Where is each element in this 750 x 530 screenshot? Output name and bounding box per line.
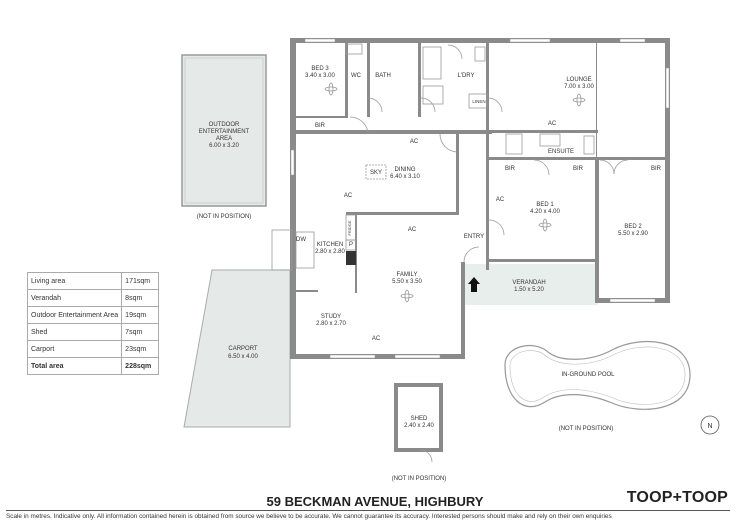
property-address: 59 BECKMAN AVENUE, HIGHBURY bbox=[266, 494, 484, 509]
footer-divider bbox=[6, 510, 730, 511]
agency-logo: TOOP+TOOP bbox=[626, 489, 728, 506]
svg-text:(NOT IN POSITION): (NOT IN POSITION) bbox=[392, 476, 447, 482]
room-bed-2: BED 2 5.50 x 2.90 bbox=[618, 224, 648, 237]
area-label: Carport bbox=[26, 340, 123, 358]
area-value: 23sqm bbox=[121, 340, 160, 358]
svg-text:KITCHEN: KITCHEN bbox=[317, 242, 343, 248]
svg-text:BED 3: BED 3 bbox=[311, 66, 329, 72]
svg-text:6.00 x 3.20: 6.00 x 3.20 bbox=[209, 143, 239, 149]
area-value: 7sqm bbox=[121, 323, 160, 341]
bir-bed1-right: BIR bbox=[573, 166, 584, 172]
svg-text:(NOT IN POSITION): (NOT IN POSITION) bbox=[197, 214, 252, 220]
svg-text:BED 1: BED 1 bbox=[536, 202, 554, 208]
bir-bed2: BIR bbox=[651, 166, 662, 172]
svg-text:FAMILY: FAMILY bbox=[397, 272, 418, 278]
room-lounge: LOUNGE 7.00 x 3.00 bbox=[564, 77, 594, 90]
svg-text:CARPORT: CARPORT bbox=[228, 346, 258, 352]
svg-text:SKY: SKY bbox=[370, 170, 382, 176]
bir-bed1-left: BIR bbox=[505, 166, 516, 172]
disclaimer-text: Scale in metres. Indicative only. All in… bbox=[6, 513, 612, 520]
svg-text:STUDY: STUDY bbox=[321, 314, 341, 320]
svg-text:BED 2: BED 2 bbox=[624, 224, 642, 230]
room-study: STUDY 2.80 x 2.70 bbox=[316, 314, 346, 327]
svg-text:6.40 x 3.10: 6.40 x 3.10 bbox=[390, 174, 420, 180]
verandah-area bbox=[465, 264, 598, 305]
area-label: Living area bbox=[26, 272, 123, 290]
room-laundry: L'DRY bbox=[457, 73, 474, 79]
svg-text:AC: AC bbox=[372, 336, 381, 342]
svg-text:P: P bbox=[349, 242, 353, 248]
room-bath: BATH bbox=[375, 73, 391, 79]
svg-text:7.00 x 3.00: 7.00 x 3.00 bbox=[564, 84, 594, 90]
area-value: 171sqm bbox=[121, 272, 160, 290]
svg-text:AC: AC bbox=[496, 197, 505, 203]
room-family: FAMILY 5.50 x 3.50 bbox=[392, 272, 422, 285]
svg-text:SHED: SHED bbox=[411, 416, 428, 422]
ceiling-fan-icons bbox=[324, 82, 586, 303]
interior-walls bbox=[292, 42, 665, 293]
carport: CARPORT 6.50 x 4.00 bbox=[183, 269, 291, 428]
entry-arrow-icon bbox=[468, 277, 480, 292]
linen-label: LINEN bbox=[472, 99, 485, 104]
svg-text:AREA: AREA bbox=[216, 136, 232, 142]
svg-text:AC: AC bbox=[548, 121, 557, 127]
svg-text:2.40 x 2.40: 2.40 x 2.40 bbox=[404, 423, 434, 429]
svg-text:2.80 x 2.70: 2.80 x 2.70 bbox=[316, 321, 346, 327]
svg-text:VERANDAH: VERANDAH bbox=[512, 280, 545, 286]
outdoor-entertainment-area: OUTDOOR ENTERTAINMENT AREA 6.00 x 3.20 (… bbox=[181, 54, 267, 220]
svg-text:2.80 x 2.80: 2.80 x 2.80 bbox=[315, 249, 345, 255]
svg-text:IN-GROUND POOL: IN-GROUND POOL bbox=[561, 372, 615, 378]
svg-text:OUTDOOR: OUTDOOR bbox=[209, 122, 240, 128]
svg-text:DINING: DINING bbox=[395, 167, 416, 173]
svg-text:4.20 x 4.00: 4.20 x 4.00 bbox=[530, 209, 560, 215]
cooktop bbox=[346, 251, 356, 265]
ac-units: AC AC AC AC AC AC bbox=[344, 121, 557, 342]
room-bed-3: BED 3 3.40 x 3.00 BIR bbox=[305, 66, 335, 129]
svg-text:3.40 x 3.00: 3.40 x 3.00 bbox=[305, 73, 335, 79]
svg-text:5.50 x 3.50: 5.50 x 3.50 bbox=[392, 279, 422, 285]
svg-text:ENTERTAINMENT: ENTERTAINMENT bbox=[199, 129, 250, 135]
area-label: Total area bbox=[26, 357, 123, 375]
room-dining: SKY DINING 6.40 x 3.10 bbox=[365, 164, 421, 180]
svg-text:LOUNGE: LOUNGE bbox=[566, 77, 591, 83]
svg-text:1.50 x 5.20: 1.50 x 5.20 bbox=[514, 287, 544, 293]
svg-text:FRIDGE: FRIDGE bbox=[347, 220, 352, 235]
fixtures bbox=[271, 43, 595, 271]
area-value: 8sqm bbox=[121, 289, 160, 307]
svg-text:AC: AC bbox=[410, 139, 419, 145]
svg-text:5.50 x 2.90: 5.50 x 2.90 bbox=[618, 231, 648, 237]
svg-text:AC: AC bbox=[408, 227, 417, 233]
svg-text:(NOT IN POSITION): (NOT IN POSITION) bbox=[559, 426, 614, 432]
room-verandah: VERANDAH 1.50 x 5.20 bbox=[512, 280, 545, 293]
svg-text:DW: DW bbox=[296, 237, 306, 243]
svg-text:AC: AC bbox=[344, 193, 353, 199]
room-kitchen: DW KITCHEN 2.80 x 2.80 FRIDGE P bbox=[296, 220, 353, 255]
area-label: Shed bbox=[26, 323, 123, 341]
area-label: Verandah bbox=[26, 289, 123, 307]
shed: SHED 2.40 x 2.40 (NOT IN POSITION) bbox=[392, 383, 447, 482]
area-label: Outdoor Entertainment Area bbox=[26, 306, 123, 324]
svg-text:6.50 x 4.00: 6.50 x 4.00 bbox=[228, 354, 258, 360]
entry-label: ENTRY bbox=[464, 234, 484, 240]
area-value: 228sqm bbox=[121, 357, 160, 375]
area-value: 19sqm bbox=[121, 306, 160, 324]
svg-text:BIR: BIR bbox=[315, 123, 326, 129]
room-wc: WC bbox=[351, 73, 362, 79]
pool: IN-GROUND POOL (NOT IN POSITION) bbox=[504, 340, 691, 432]
room-ensuite: ENSUITE bbox=[548, 149, 574, 155]
exterior-walls bbox=[290, 38, 670, 359]
north-compass-icon: N bbox=[700, 415, 720, 435]
doors bbox=[349, 44, 629, 263]
svg-text:N: N bbox=[707, 423, 712, 430]
room-bed-1: BED 1 4.20 x 4.00 bbox=[530, 202, 560, 215]
